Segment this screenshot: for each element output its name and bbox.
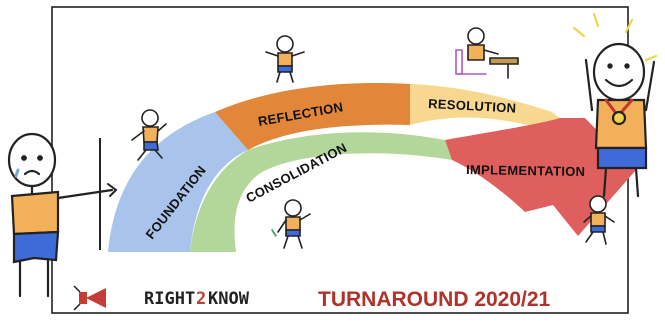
- banner-title: TURNAROUND 2020/21: [318, 288, 551, 311]
- brand-word-know: KNOW: [208, 289, 250, 309]
- stage-arcs: [108, 83, 636, 252]
- stage-arc-foundation: [108, 112, 248, 252]
- banner: RIGHT 2 KNOW TURNAROUND 2020/21: [73, 285, 551, 311]
- brand-word-right: RIGHT: [144, 289, 195, 309]
- brand-word-2: 2: [196, 289, 206, 309]
- stage-arc-reflection: [215, 83, 410, 150]
- stage-label-resolution: RESOLUTION: [428, 96, 517, 116]
- sad-stick-figure: [7, 132, 118, 298]
- jumping-stick-figure: [265, 35, 305, 83]
- stage-arc-resolution: [410, 84, 560, 128]
- happy-medal-stick-figure: [572, 12, 658, 198]
- thinking-stick-figure: [271, 199, 311, 249]
- walking-stick-figure: [583, 195, 615, 245]
- megaphone-logo: [73, 285, 106, 311]
- running-stick-figure: [131, 109, 167, 161]
- desk-working-stick-figure: [455, 27, 519, 79]
- stage-arc-implementation: [445, 118, 636, 236]
- stage-label-implementation: IMPLEMENTATION: [466, 162, 586, 179]
- stage-arc-consolidation: [190, 132, 452, 252]
